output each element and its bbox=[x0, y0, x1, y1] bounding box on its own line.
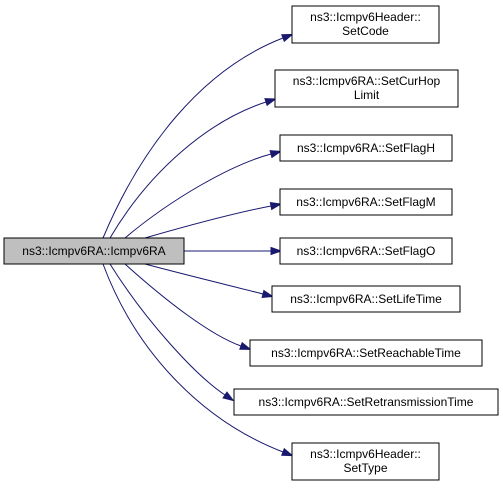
callee-node-label: Limit bbox=[354, 88, 380, 102]
call-edges bbox=[102, 33, 294, 457]
callee-node-label: ns3::Icmpv6Header:: bbox=[310, 10, 421, 24]
call-edge bbox=[124, 263, 242, 347]
call-edge-arrowhead bbox=[239, 341, 252, 350]
callee-node-box bbox=[279, 237, 453, 265]
call-edge-arrowhead bbox=[269, 201, 283, 211]
call-edge bbox=[109, 101, 267, 239]
call-edge bbox=[124, 153, 272, 239]
callee-node-box bbox=[279, 134, 453, 162]
root-node-label: ns3::Icmpv6RA::Icmpv6RA bbox=[22, 244, 165, 258]
call-edge-arrowhead bbox=[270, 246, 283, 256]
callee-node-label: ns3::Icmpv6RA::SetCurHop bbox=[293, 74, 441, 88]
callee-node-label: ns3::Icmpv6RA::SetRetransmissionTime bbox=[259, 395, 474, 409]
callee-node-box bbox=[274, 69, 459, 108]
callee-node[interactable]: ns3::Icmpv6RA::SetFlagH bbox=[279, 134, 453, 162]
callee-node-box bbox=[291, 5, 440, 44]
callee-node-box bbox=[291, 442, 440, 481]
call-edge-arrowhead bbox=[264, 98, 277, 107]
callee-node-label: ns3::Icmpv6RA::SetFlagM bbox=[296, 195, 435, 209]
call-edge bbox=[144, 205, 272, 239]
callee-node-label: ns3::Icmpv6RA::SetFlagH bbox=[297, 141, 435, 155]
callee-node-box bbox=[233, 388, 499, 416]
callee-node[interactable]: ns3::Icmpv6RA::SetFlagM bbox=[279, 188, 453, 216]
root-node[interactable]: ns3::Icmpv6RA::Icmpv6RA bbox=[3, 237, 185, 265]
callee-node-label: ns3::Icmpv6Header:: bbox=[310, 447, 421, 461]
call-edge-arrowhead bbox=[269, 150, 283, 159]
callee-nodes: ns3::Icmpv6Header::SetCodens3::Icmpv6RA:… bbox=[233, 5, 499, 481]
call-edge bbox=[102, 37, 284, 239]
callee-node-label: ns3::Icmpv6RA::SetFlagO bbox=[297, 244, 436, 258]
callee-node-box bbox=[249, 339, 483, 367]
callee-node[interactable]: ns3::Icmpv6RA::SetFlagO bbox=[279, 237, 453, 265]
call-edge-arrowhead bbox=[281, 33, 294, 43]
call-edge bbox=[109, 263, 226, 396]
call-edge-arrowhead bbox=[222, 391, 235, 402]
callee-node[interactable]: ns3::Icmpv6RA::SetReachableTime bbox=[249, 339, 483, 367]
callee-node-label: SetType bbox=[343, 461, 387, 475]
callee-node[interactable]: ns3::Icmpv6RA::SetRetransmissionTime bbox=[233, 388, 499, 416]
callee-node[interactable]: ns3::Icmpv6Header::SetCode bbox=[291, 5, 440, 44]
callee-node-label: ns3::Icmpv6RA::SetLifeTime bbox=[290, 292, 442, 306]
callee-node-box bbox=[279, 188, 453, 216]
callee-node-box bbox=[271, 285, 461, 313]
root-node-box bbox=[3, 237, 185, 265]
call-edge-arrowhead bbox=[281, 447, 294, 457]
call-edge bbox=[102, 263, 284, 453]
callee-node-label: ns3::Icmpv6RA::SetReachableTime bbox=[271, 346, 461, 360]
call-edge-arrowhead bbox=[261, 289, 275, 298]
callee-node-label: SetCode bbox=[342, 24, 389, 38]
callee-node[interactable]: ns3::Icmpv6Header::SetType bbox=[291, 442, 440, 481]
call-edge bbox=[144, 263, 264, 295]
callee-node[interactable]: ns3::Icmpv6RA::SetLifeTime bbox=[271, 285, 461, 313]
